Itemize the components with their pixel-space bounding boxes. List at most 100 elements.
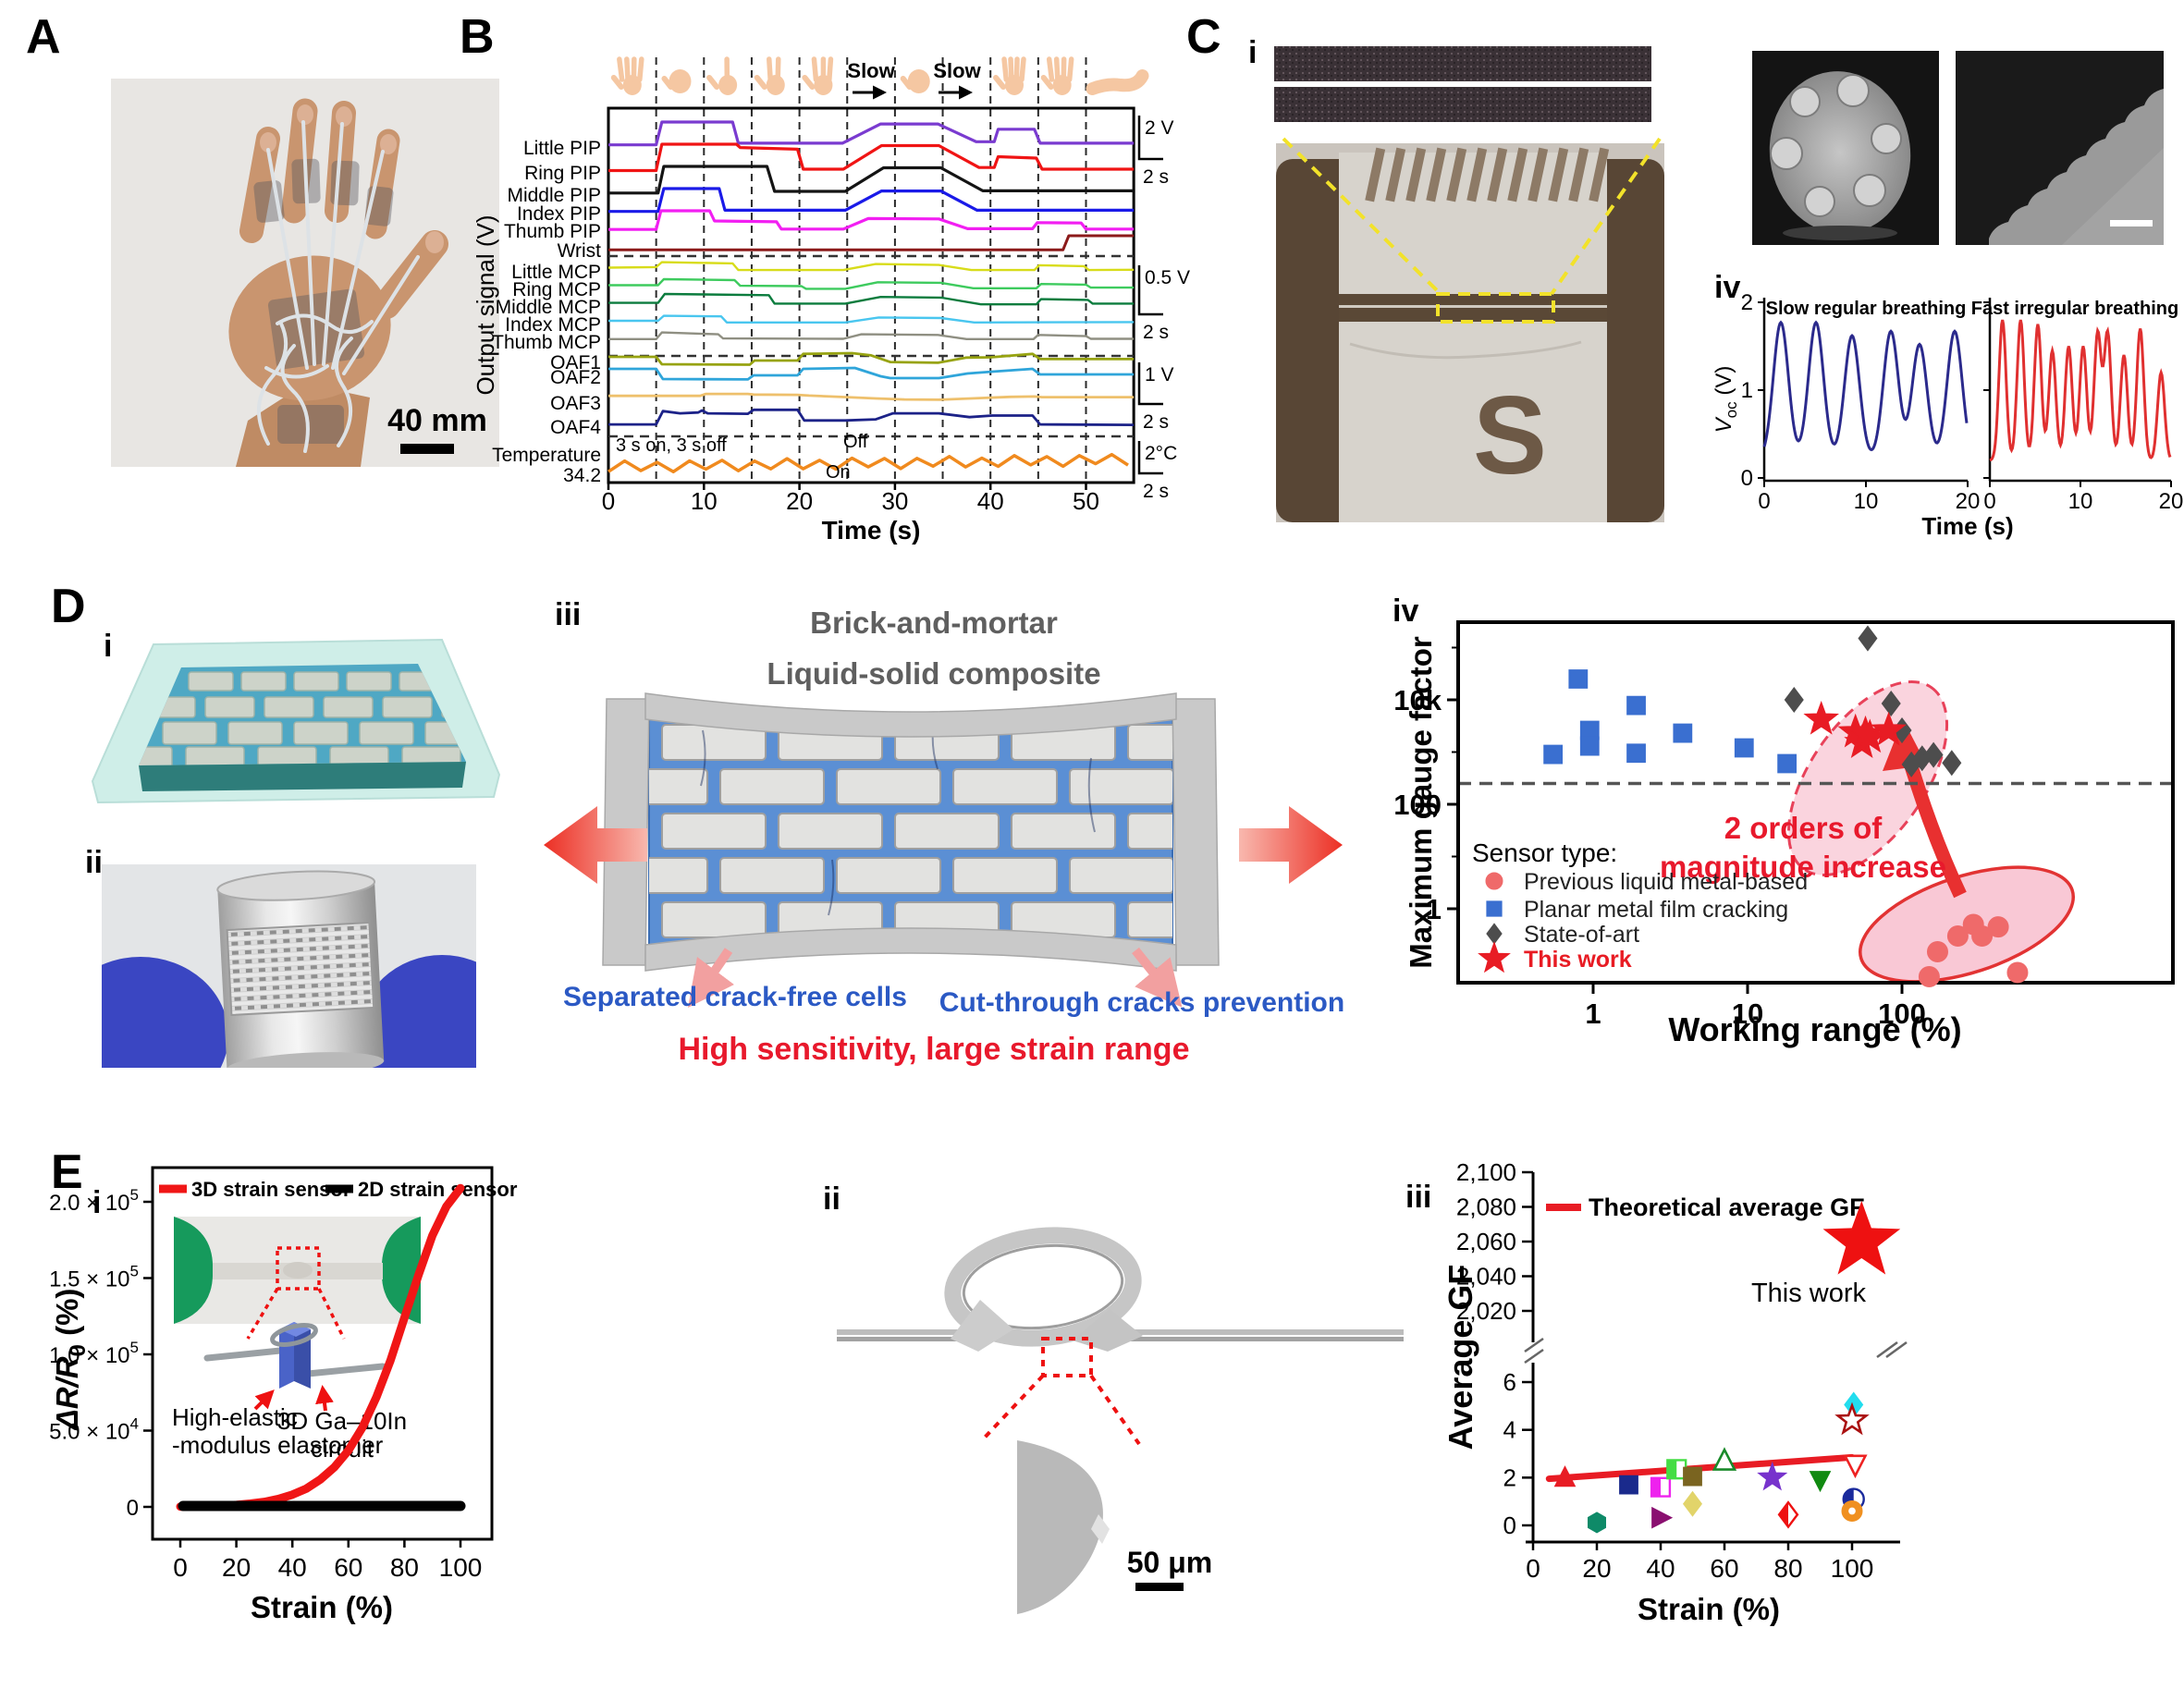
svg-text:Maximum gauge factor: Maximum gauge factor (1404, 636, 1438, 969)
panel-b-letter: B (460, 10, 495, 64)
svg-text:0: 0 (173, 1553, 188, 1582)
svg-text:Thumb PIP: Thumb PIP (504, 221, 601, 242)
svg-text:Middle MCP: Middle MCP (496, 297, 601, 318)
svg-text:60: 60 (1710, 1554, 1738, 1583)
panel-d-letter: D (51, 580, 86, 633)
svg-text:Ring PIP: Ring PIP (524, 163, 601, 184)
svg-text:40: 40 (278, 1553, 307, 1582)
svg-text:100: 100 (1393, 789, 1442, 821)
svg-text:20: 20 (2159, 489, 2184, 514)
svg-text:3D strain sensor: 3D strain sensor (191, 1178, 351, 1201)
svg-text:2,020: 2,020 (1456, 1297, 1516, 1325)
svg-text:Index PIP: Index PIP (517, 203, 601, 225)
svg-text:100: 100 (439, 1553, 483, 1582)
svg-text:0: 0 (127, 1496, 139, 1521)
svg-text:2 orders of: 2 orders of (1724, 811, 1883, 845)
panel-a-hand-photo (111, 79, 499, 467)
caption-cracks-prevention: Cut-through cracks prevention (939, 987, 1345, 1018)
panel-c-sub-iv: iv (1714, 270, 1741, 305)
svg-text:40: 40 (1646, 1554, 1675, 1583)
svg-text:Ring MCP: Ring MCP (512, 279, 601, 300)
svg-text:OAF1: OAF1 (550, 352, 601, 373)
svg-text:Theoretical average GF: Theoretical average GF (1589, 1193, 1865, 1221)
svg-text:3 s on, 3 s off: 3 s on, 3 s off (616, 435, 727, 456)
svg-text:magnitude increase: magnitude increase (1660, 850, 1946, 884)
svg-text:1.0 × 105: 1.0 × 105 (49, 1339, 139, 1368)
svg-text:100: 100 (1878, 997, 1926, 1030)
svg-text:Sensor type:: Sensor type: (1472, 838, 1617, 867)
svg-text:Little PIP: Little PIP (523, 138, 601, 159)
svg-text:0: 0 (1526, 1554, 1540, 1583)
svg-text:Time (s): Time (s) (822, 516, 921, 545)
svg-text:Off: Off (843, 432, 868, 452)
svg-text:60: 60 (334, 1553, 362, 1582)
svg-text:2 V: 2 V (1145, 117, 1174, 139)
svg-text:2D strain sensor: 2D strain sensor (358, 1178, 518, 1201)
svg-text:2 s: 2 s (1143, 322, 1169, 343)
svg-text:10k: 10k (1393, 684, 1442, 716)
svg-text:2,080: 2,080 (1456, 1193, 1516, 1221)
svg-text:1: 1 (1741, 378, 1753, 403)
panel-a-scale-bar (400, 444, 454, 454)
svg-text:10: 10 (1732, 997, 1763, 1030)
svg-text:2°C: 2°C (1145, 443, 1177, 464)
svg-text:6: 6 (1503, 1368, 1516, 1396)
svg-text:Middle PIP: Middle PIP (507, 185, 601, 206)
svg-text:Little MCP: Little MCP (511, 262, 601, 283)
panel-e-scale-label: 50 μm (1126, 1546, 1213, 1579)
svg-text:Strain (%): Strain (%) (1638, 1592, 1780, 1626)
svg-text:40: 40 (977, 487, 1004, 515)
svg-text:0: 0 (1983, 489, 1995, 514)
svg-text:100: 100 (1831, 1554, 1874, 1583)
svg-text:Output signal (V): Output signal (V) (472, 214, 499, 395)
panel-d-sub-ii: ii (85, 845, 103, 880)
svg-text:State-of-art: State-of-art (1524, 922, 1639, 948)
panel-c-sub-i: i (1248, 35, 1258, 70)
svg-text:Average GF: Average GF (1442, 1265, 1479, 1450)
panel-c-torso-photo: S (1274, 46, 1664, 522)
svg-text:10: 10 (691, 487, 718, 515)
panel-d-device-photos (91, 638, 501, 1068)
svg-text:Slow: Slow (933, 59, 981, 82)
diagram-title-line1: Brick-and-mortar (810, 606, 1058, 640)
svg-text:20: 20 (222, 1553, 251, 1582)
svg-text:4: 4 (1503, 1416, 1516, 1444)
svg-text:This work: This work (1524, 947, 1632, 973)
svg-text:1.5 × 105: 1.5 × 105 (49, 1263, 139, 1292)
svg-text:50: 50 (1073, 487, 1099, 515)
panel-c-letter: C (1186, 10, 1221, 64)
svg-text:10: 10 (2068, 489, 2093, 514)
svg-text:5.0 × 104: 5.0 × 104 (49, 1415, 139, 1445)
svg-text:Temperature: Temperature (492, 445, 601, 466)
panel-e-resistance-plot: 3D strain sensor 2D strain sensorHigh-ela… (49, 1166, 518, 1624)
svg-text:Planar metal film cracking: Planar metal film cracking (1524, 897, 1788, 923)
svg-text:2: 2 (1503, 1463, 1516, 1491)
svg-text:Slow regular breathing: Slow regular breathing (1766, 299, 1967, 319)
svg-text:OAF2: OAF2 (550, 367, 601, 388)
caption-crack-free-cells: Separated crack-free cells (563, 982, 907, 1012)
svg-text:S: S (1473, 373, 1547, 497)
panel-e-sub-iii: iii (1405, 1180, 1432, 1215)
svg-text:High-elastic: High-elastic (172, 1403, 298, 1431)
panel-d-sub-iii: iii (555, 597, 582, 632)
svg-text:ΔR/R0 (%): ΔR/R0 (%) (50, 1289, 91, 1432)
svg-text:10: 10 (1854, 489, 1879, 514)
svg-text:3D Ga–10In: 3D Ga–10In (277, 1407, 407, 1435)
svg-text:34.2: 34.2 (563, 465, 601, 486)
diagram-title-line2: Liquid-solid composite (767, 656, 1101, 691)
svg-text:OAF3: OAF3 (550, 393, 601, 414)
svg-text:20: 20 (1582, 1554, 1611, 1583)
panel-a-scale-label: 40 mm (387, 403, 487, 438)
svg-text:0.5 V: 0.5 V (1145, 267, 1190, 288)
panel-d-composite-diagram (544, 692, 1343, 1009)
panel-e-sub-i: i (92, 1185, 102, 1220)
panel-a-letter: A (26, 10, 61, 64)
svg-text:0: 0 (602, 487, 615, 515)
svg-text:80: 80 (390, 1553, 419, 1582)
svg-text:1: 1 (1585, 997, 1601, 1030)
svg-text:Time (s): Time (s) (1921, 512, 2013, 540)
